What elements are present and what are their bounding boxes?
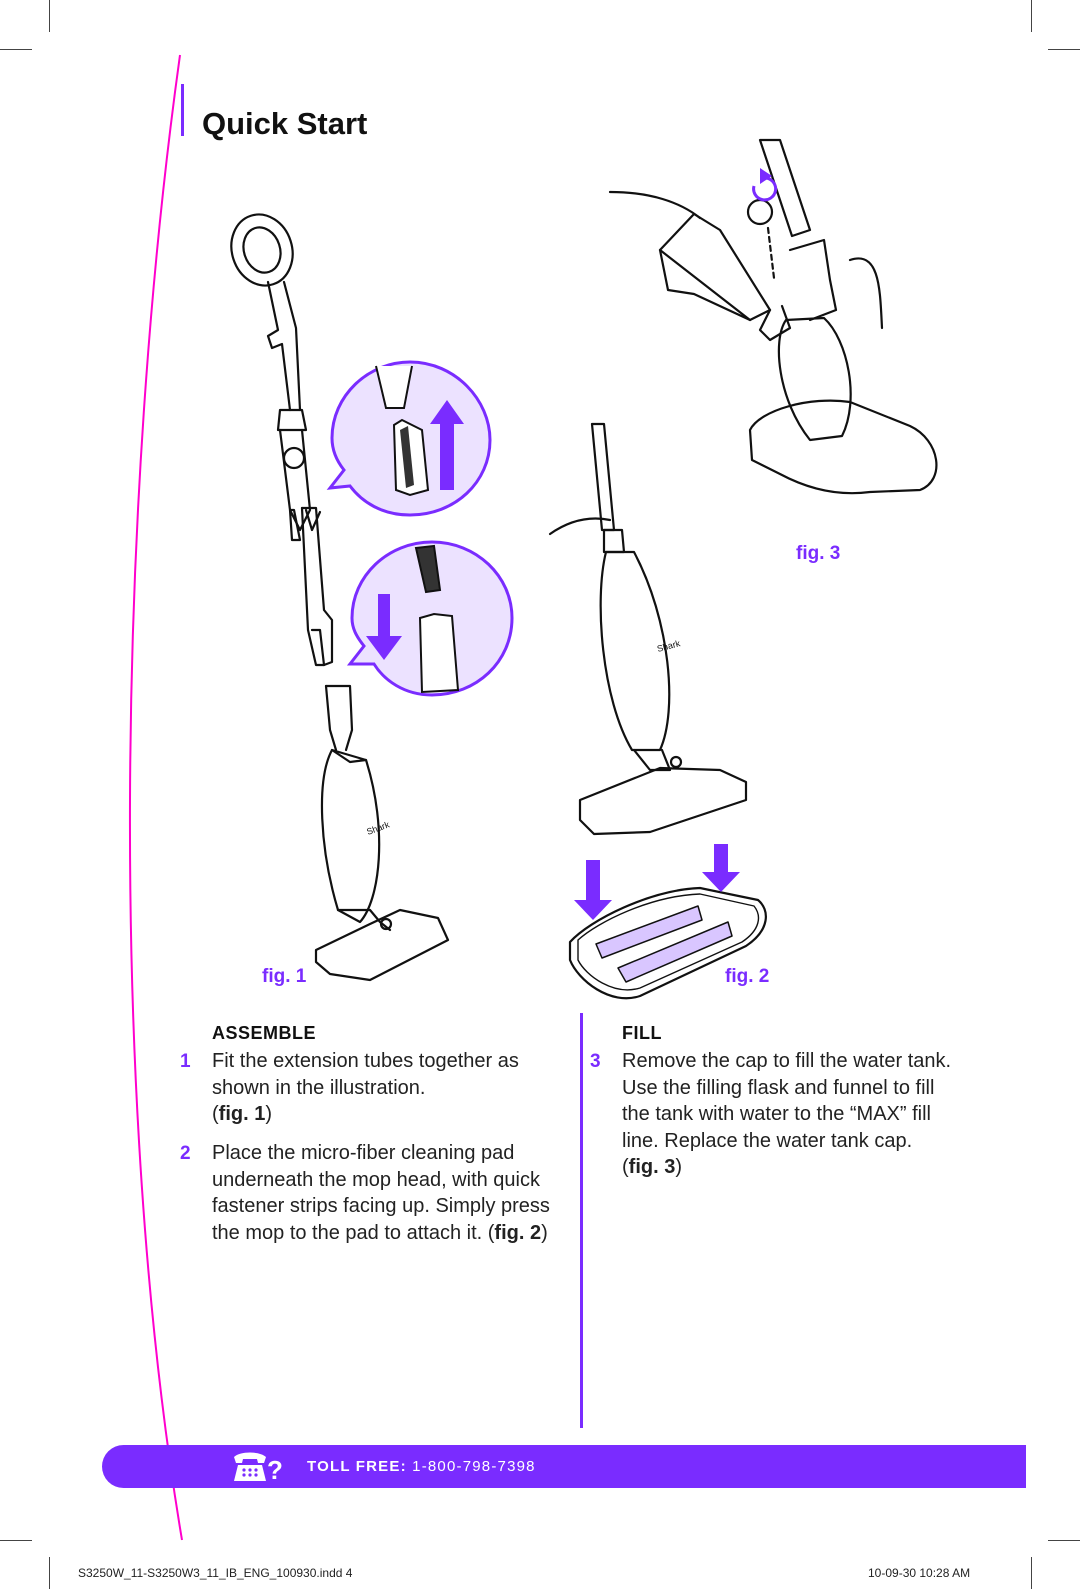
phone-icon: ? [234,1452,283,1485]
crop-mark [0,49,32,50]
toll-free-number: 1-800-798-7398 [412,1458,536,1475]
assemble-heading: ASSEMBLE [212,1023,317,1043]
step-number: 2 [180,1143,191,1164]
step-text: Fit the extension tubes together as show… [212,1050,519,1125]
arrow-up-icon [430,400,464,490]
fill-heading: FILL [622,1023,662,1043]
fig2-label: fig. 2 [725,966,770,987]
fig2-illustration: Shark [548,422,767,1000]
shark-logo: Shark [656,638,682,654]
step-body: Fit the extension tubes together as show… [212,1050,519,1099]
step-number: 1 [180,1051,191,1072]
toll-free-text: TOLL FREE: 1-800-798-7398 [307,1458,536,1475]
fig1-illustration: Shark [230,213,450,982]
footer-filename: S3250W_11-S3250W3_11_IB_ENG_100930.indd … [78,1566,353,1580]
step-text: Place the micro-fiber cleaning pad under… [212,1142,550,1244]
crop-mark [49,0,50,32]
step-number: 3 [590,1051,601,1072]
svg-text:?: ? [267,1455,283,1485]
title-accent-bar [181,84,184,136]
step-body: Remove the cap to fill the water tank. U… [622,1050,952,1152]
figure-ref: fig. 2 [494,1221,542,1244]
column-divider [580,1013,583,1428]
arrow-down-icon [366,594,402,660]
crop-mark [1048,1540,1080,1541]
fig3-label: fig. 3 [796,543,841,564]
step-text: Remove the cap to fill the water tank. U… [622,1050,952,1178]
step-body: Place the micro-fiber cleaning pad under… [212,1142,550,1244]
crop-mark [1048,49,1080,50]
crop-mark [1031,0,1032,32]
zoom-bubble-up [326,360,492,517]
footer-timestamp: 10-09-30 10:28 AM [868,1566,971,1580]
figure-ref: fig. 3 [628,1156,676,1178]
crop-mark [49,1557,50,1589]
toll-free-label: TOLL FREE: [307,1458,407,1475]
crop-mark [1031,1557,1032,1589]
zoom-bubble-down [346,540,514,697]
page-title: Quick Start [202,106,368,141]
crop-mark [0,1540,32,1541]
fig3-illustration [608,138,938,495]
figure-ref: fig. 1 [218,1103,266,1125]
fig1-label: fig. 1 [262,966,307,987]
rotate-arrow-icon [752,176,778,202]
